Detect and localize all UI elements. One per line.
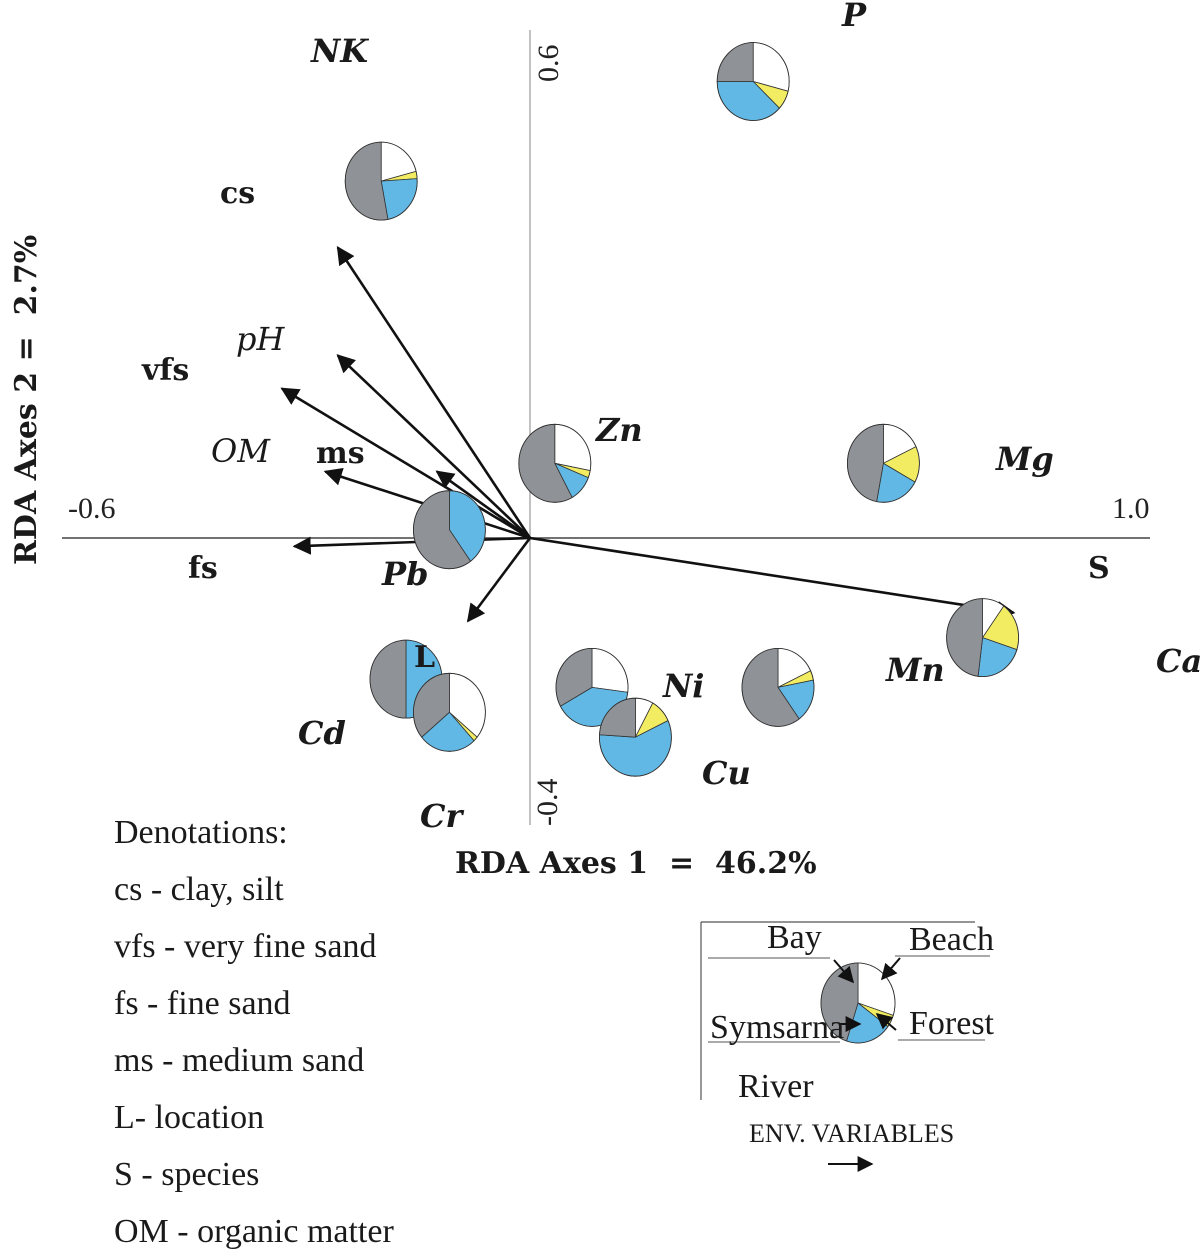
pie-cr xyxy=(412,672,486,752)
pie-slice-bay xyxy=(344,141,389,221)
denotation-item: cs - clay, silt xyxy=(114,871,284,908)
pie-slice-beach xyxy=(591,647,629,693)
point-label-zn: Zn xyxy=(594,411,643,449)
legend-label-river: Symsarna xyxy=(710,1009,844,1046)
species-pie-markers xyxy=(344,42,1019,777)
y-max-tick-label: 0.6 xyxy=(532,45,565,83)
arrow-ms xyxy=(435,470,531,540)
pie-slice-bay xyxy=(847,423,884,503)
arrow-s xyxy=(529,536,1016,620)
pie-outline xyxy=(599,697,672,777)
pie-outline xyxy=(946,598,1019,677)
pie-slice-bay xyxy=(946,598,983,677)
arrow-ph xyxy=(336,354,531,539)
pie-mn xyxy=(741,647,815,727)
arrow-label-vfs: vfs xyxy=(141,353,189,388)
denotation-item: L- location xyxy=(114,1099,264,1136)
x-min-tick-label: -0.6 xyxy=(68,492,116,525)
denotation-item: fs - fine sand xyxy=(114,985,291,1022)
denotation-item: S - species xyxy=(114,1156,259,1193)
arrow-label-l: L xyxy=(414,640,435,675)
legend-env-variables: ENV. VARIABLES xyxy=(749,1119,954,1148)
point-label-pb: Pb xyxy=(381,555,428,593)
arrow-label-ph: pH xyxy=(236,320,285,358)
arrow-label-cs: cs xyxy=(220,176,255,211)
pie-zn xyxy=(518,423,592,503)
y-axis-title: RDA Axes 2 = 2.7% xyxy=(9,235,44,565)
point-label-cr: Cr xyxy=(420,797,464,835)
point-label-cu: Cu xyxy=(702,754,751,792)
point-label-nk: NK xyxy=(310,32,369,70)
legend-pointer-forest xyxy=(875,1012,897,1031)
point-label-mn: Mn xyxy=(885,651,945,689)
denotation-item: vfs - very fine sand xyxy=(114,928,376,965)
pie-pb xyxy=(412,490,486,570)
pie-outline xyxy=(412,672,486,752)
arrow-l xyxy=(466,537,532,623)
arrow-cs xyxy=(336,245,532,539)
legend-label-river-2: River xyxy=(738,1068,814,1105)
pie-outline xyxy=(847,423,920,503)
legend-pointer-beach xyxy=(880,957,901,981)
pie-ca xyxy=(946,598,1019,677)
pie-outline xyxy=(344,141,418,221)
pie-legend: Bay Beach Forest Symsarna River ENV. VAR… xyxy=(700,919,995,1172)
point-label-mg: Mg xyxy=(995,440,1054,478)
pie-slice-bay xyxy=(716,42,754,82)
pie-cu xyxy=(599,697,672,777)
pie-outline xyxy=(741,648,815,727)
denotations-block: Denotations: cs - clay, silt vfs - very … xyxy=(114,814,394,1250)
denotation-item: OM - organic matter xyxy=(114,1213,394,1250)
legend-label-bay: Bay xyxy=(767,919,822,956)
pie-outline xyxy=(412,490,486,570)
arrow-label-s: S xyxy=(1088,551,1110,586)
denotation-item: ms - medium sand xyxy=(114,1042,364,1079)
pie-slice-bay xyxy=(369,639,407,719)
point-label-ca: Ca xyxy=(1156,642,1200,680)
arrow-fs xyxy=(292,536,531,555)
y-min-tick-label: -0.4 xyxy=(531,779,564,827)
pie-mg xyxy=(847,423,920,503)
legend-pointer-bay xyxy=(833,959,855,984)
point-label-p: P xyxy=(841,0,867,34)
legend-label-beach: Beach xyxy=(909,921,994,958)
point-label-ni: Ni xyxy=(662,667,704,705)
arrow-label-ms: ms xyxy=(316,436,365,471)
arrow-label-fs: fs xyxy=(188,551,218,586)
arrow-vfs xyxy=(280,387,531,540)
pie-nk xyxy=(344,141,418,221)
denotations-title: Denotations: xyxy=(114,814,288,851)
pie-outline xyxy=(820,962,896,1044)
pie-slice-beach xyxy=(554,423,592,472)
legend-label-forest: Forest xyxy=(909,1005,995,1042)
x-axis-title: RDA Axes 1 = 46.2% xyxy=(455,846,817,881)
arrow-label-om: OM xyxy=(211,432,271,470)
x-max-tick-label: 1.0 xyxy=(1112,492,1150,525)
point-label-cd: Cd xyxy=(298,714,346,752)
pie-outline xyxy=(555,648,629,727)
pie-outline xyxy=(716,42,790,121)
pie-outline xyxy=(518,423,592,503)
pie-p xyxy=(716,42,790,121)
